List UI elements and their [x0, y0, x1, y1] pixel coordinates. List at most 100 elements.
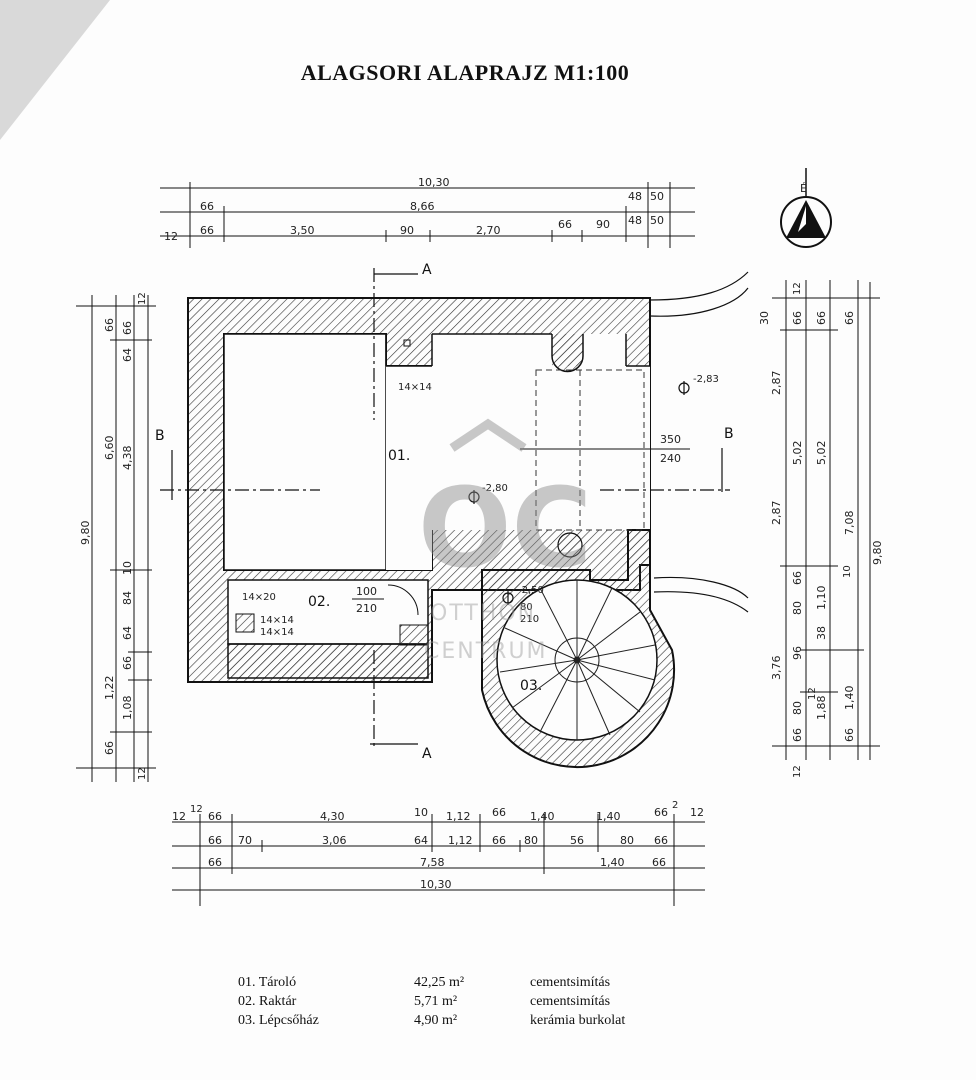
- left-dim-labels: 9,80 6,60 4,38 66 64 66 10 84 64 66 1,22…: [79, 292, 148, 780]
- dim-bot-r3-a: 66: [208, 856, 222, 869]
- dim-right-r3-c: 1,10: [815, 586, 828, 611]
- level-room01: -2,80: [482, 483, 508, 494]
- dim-top-r3-a: 12: [164, 230, 178, 243]
- dim-right-r1-a: 30: [758, 311, 771, 325]
- dim-top-r2-b: 8,66: [410, 200, 435, 213]
- dim-left-r3-c: 4,38: [121, 446, 134, 471]
- dim-right-r2-g: 66: [791, 728, 804, 742]
- dim-left-r4-a: 12: [137, 767, 148, 780]
- dim-top-r3-d: 90: [400, 224, 414, 237]
- section-b-right: B: [724, 426, 734, 442]
- watermark-line2: CENTRUM: [424, 639, 548, 664]
- dim-left-r4-b: 12: [137, 292, 148, 305]
- legend-room-area: 5,71 m²: [414, 994, 458, 1009]
- dim-bot-r2-j: 66: [654, 834, 668, 847]
- dim-bot-r1-i: 1,40: [596, 810, 621, 823]
- bottom-dimensions: [172, 814, 705, 906]
- watermark-logo: OC OTTHON CENTRUM: [418, 418, 592, 664]
- dim-bot-r1-l: 12: [690, 806, 704, 819]
- room-legend: 01. Tároló 42,25 m² cementsimítás 02. Ra…: [238, 975, 658, 1032]
- dim-right-r4-a: 66: [843, 311, 856, 325]
- dim-bot-r2-i: 80: [620, 834, 634, 847]
- dim-bot-r1-a: 12: [172, 810, 186, 823]
- dim-bot-r1-j: 66: [654, 806, 668, 819]
- dim-top-r3-f: 66: [558, 218, 572, 231]
- dim-bot-r2-a: 66: [208, 834, 222, 847]
- level-stair: -2,83: [693, 374, 719, 385]
- watermark-line1: OTTHON: [430, 601, 536, 626]
- door02-height: 210: [356, 602, 377, 615]
- dim-top-total: 10,30: [418, 176, 450, 189]
- stair-height: 210: [520, 614, 539, 625]
- legend-room-area: 42,25 m²: [414, 975, 465, 990]
- top-dim-labels: 10,30 66 8,66 48 50 12 66 3,50 90 2,70 6…: [164, 176, 664, 243]
- terrain-lines: [649, 271, 749, 613]
- dim-bot-r2-f: 66: [492, 834, 506, 847]
- watermark-mark: OC: [418, 464, 592, 592]
- dim-left-r3-a: 66: [121, 321, 134, 335]
- dim-right-r1-c: 2,87: [770, 501, 783, 526]
- legend-row: 01. Tároló 42,25 m² cementsimítás: [238, 975, 658, 994]
- stair-width: 80: [520, 602, 533, 613]
- dim-bot-r1-k: 2: [672, 800, 678, 811]
- dim-left-r3-d: 66: [103, 318, 116, 332]
- dim-left-r2-b: 10: [121, 561, 134, 575]
- dim-bot-r3-d: 66: [652, 856, 666, 869]
- section-a-bottom: A: [422, 746, 432, 762]
- dim-bot-r1-f: 1,12: [446, 810, 471, 823]
- scan-corner-shadow: [0, 0, 110, 140]
- legend-row: 02. Raktár 5,71 m² cementsimítás: [238, 994, 658, 1013]
- exterior-walls: [187, 297, 676, 769]
- dim-right-r1-b: 2,87: [770, 371, 783, 396]
- dim-bot-r2-g: 80: [524, 834, 538, 847]
- column-2-size: 14×20: [242, 592, 276, 603]
- dim-right-r2-c: 66: [791, 571, 804, 585]
- dim-bot-r1-h: 1,40: [530, 810, 555, 823]
- dim-right-small-b: 12: [792, 765, 803, 778]
- column-4-size: 14×14: [260, 627, 294, 638]
- bottom-dim-labels: 12 12 66 4,30 10 1,12 66 1,40 1,40 66 2 …: [172, 800, 704, 891]
- dim-right-small-c: 10: [842, 565, 853, 578]
- section-lines: [160, 268, 730, 748]
- plan-title: ALAGSORI ALAPRAJZ M1:100: [300, 60, 630, 85]
- dim-bot-total: 10,30: [420, 878, 452, 891]
- dim-left-r2-g: 1,08: [121, 696, 134, 721]
- dim-right-r2-f: 80: [791, 701, 804, 715]
- dim-bot-r1-d: 4,30: [320, 810, 345, 823]
- dim-right-small-a: 12: [792, 282, 803, 295]
- dim-right-small-d: 12: [807, 687, 818, 700]
- dim-right-r4-d: 66: [843, 728, 856, 742]
- dim-right-r4-c: 1,40: [843, 686, 856, 711]
- dim-left-total: 9,80: [79, 521, 92, 546]
- north-label: É: [800, 182, 807, 195]
- room-03-label: 03.: [520, 678, 542, 694]
- dim-right-r2-d: 80: [791, 601, 804, 615]
- room-01-label: 01.: [388, 448, 410, 464]
- dim-top-r2-c: 48: [628, 190, 642, 203]
- dim-bot-r3-c: 1,40: [600, 856, 625, 869]
- dim-left-r2-a: 6,60: [103, 436, 116, 461]
- room-02-label: 02.: [308, 594, 330, 610]
- dim-right-r2-e: 96: [791, 646, 804, 660]
- top-dimensions: [160, 182, 695, 248]
- dim-right-total: 9,80: [871, 541, 884, 566]
- legend-room-finish: cementsimítás: [530, 994, 611, 1009]
- dim-top-r3-c: 3,50: [290, 224, 315, 237]
- dim-left-r2-c: 84: [121, 591, 134, 605]
- dim-right-r1-d: 3,76: [770, 656, 783, 681]
- dim-bot-r3-b: 7,58: [420, 856, 445, 869]
- left-dimensions: [76, 295, 156, 782]
- level-markers: [468, 381, 690, 605]
- dim-bot-r1-c: 66: [208, 810, 222, 823]
- section-b-left: B: [155, 428, 165, 444]
- dim-top-r3-i: 50: [650, 214, 664, 227]
- dim-bot-r1-g: 66: [492, 806, 506, 819]
- door02-width: 100: [356, 585, 377, 598]
- opening-height: 240: [660, 452, 681, 465]
- legend-room-name: 02. Raktár: [238, 994, 297, 1009]
- column-3-size: 14×14: [260, 615, 294, 626]
- legend-room-name: 01. Tároló: [238, 975, 297, 990]
- section-a-top: A: [422, 262, 432, 278]
- legend-room-finish: cementsimítás: [530, 975, 611, 990]
